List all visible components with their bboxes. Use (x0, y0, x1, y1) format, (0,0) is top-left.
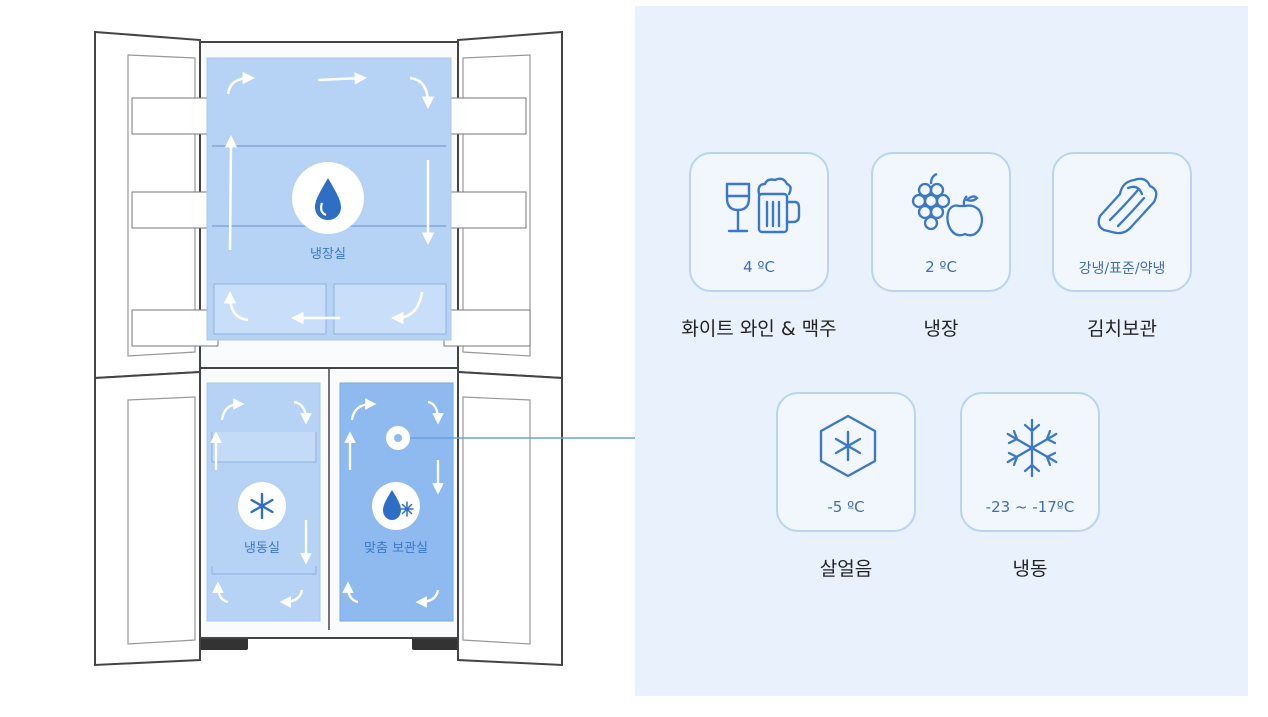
mode-card-soft-freeze: -5 ºC (776, 392, 916, 532)
fridge-illustration: 냉장실 냉동실 맞춤 보관실 (94, 30, 636, 667)
snowflake-icon (1006, 418, 1058, 478)
left-upper-door (94, 30, 219, 380)
fridge-zone-label: 냉장실 (310, 247, 346, 262)
freezer-airflow-arrows (210, 398, 312, 608)
hexagon-snowflake-icon (819, 414, 877, 478)
fridge-airflow-arrows (223, 71, 435, 325)
mode-label: 김치보관 (1087, 318, 1157, 340)
mode-label: 냉장 (923, 318, 959, 340)
mode-temp: 강냉/표준/약냉 (1078, 261, 1166, 277)
right-lower-door (457, 370, 563, 667)
wine-beer-icon (725, 177, 801, 234)
mode-card-kimchi: 강냉/표준/약냉 (1052, 152, 1192, 292)
mode-temp: 4 ºC (743, 258, 775, 276)
mode-card-freeze: -23 ~ -17ºC (960, 392, 1100, 532)
mode-label: 살얼음 (819, 558, 873, 580)
mode-label: 냉동 (1012, 558, 1048, 580)
mode-card-wine-beer: 4 ºC (689, 152, 829, 292)
mode-label: 화이트 와인 & 맥주 (681, 318, 837, 340)
left-lower-door (94, 370, 201, 667)
custom-airflow-arrows (342, 398, 444, 608)
grape-apple-icon (911, 172, 984, 237)
mode-temp: 2 ºC (925, 258, 957, 276)
mode-temp: -23 ~ -17ºC (985, 498, 1075, 516)
custom-zone-label: 맞춤 보관실 (364, 541, 428, 556)
right-upper-door (439, 30, 563, 380)
mode-panel (635, 6, 1248, 696)
mode-temp: -5 ºC (827, 498, 865, 516)
napa-cabbage-icon (1097, 177, 1158, 235)
freezer-zone-label: 냉동실 (244, 541, 280, 556)
mode-card-fridge: 2 ºC (871, 152, 1011, 292)
